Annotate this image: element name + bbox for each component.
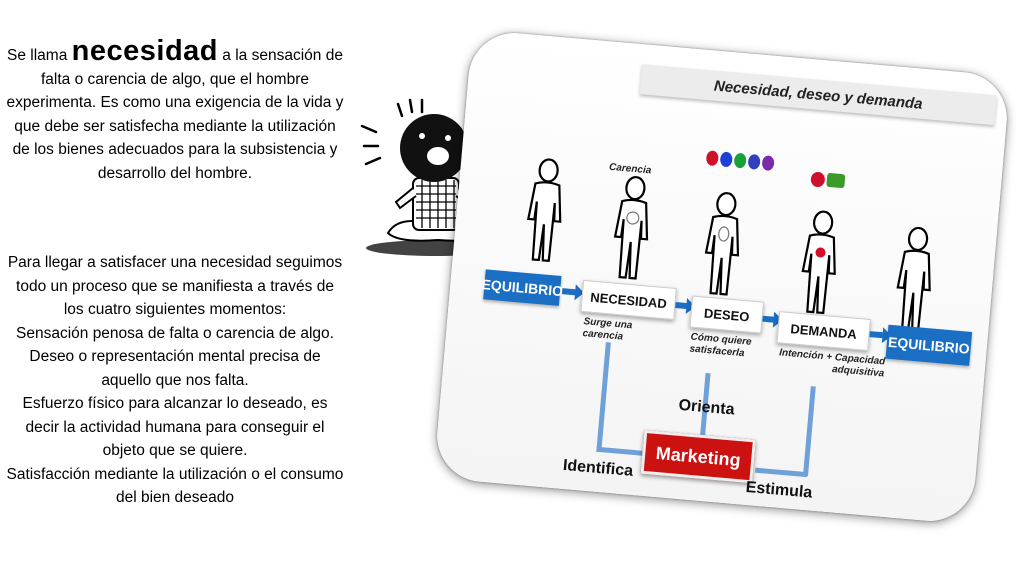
- desire-options-dots: [705, 150, 775, 172]
- moment-1: Sensación penosa de falta o carencia de …: [16, 324, 334, 342]
- connector-line: [802, 386, 816, 477]
- figure-deseo: [704, 192, 740, 296]
- figure-equilibrio-start: [527, 158, 562, 263]
- intro-paragraph: Se llama necesidad a la sensación de fal…: [6, 37, 344, 185]
- stage-necesidad: NECESIDAD: [580, 279, 677, 320]
- money-icon: [826, 172, 846, 189]
- caption-necesidad: Surge una carencia: [582, 316, 633, 343]
- label-orienta: Orienta: [677, 396, 736, 419]
- intro-prefix: Se llama: [7, 47, 72, 64]
- figure-demanda: [801, 210, 836, 315]
- demand-items: [810, 171, 846, 189]
- color-dot: [810, 171, 826, 188]
- diagram-title: Necesidad, deseo y demanda: [639, 64, 997, 126]
- arrow-right: [869, 331, 884, 339]
- color-dot: [705, 150, 719, 167]
- color-dot: [733, 152, 747, 169]
- crying-child-illustration: [360, 98, 506, 256]
- color-dot: [747, 153, 761, 170]
- stage-deseo: DESEO: [689, 295, 765, 334]
- figure-necesidad: [613, 176, 649, 280]
- process-lead: Para llegar a satisfacer una necesidad s…: [7, 254, 343, 318]
- caption-demanda: Intención + Capacidad adquisitiva: [778, 347, 886, 380]
- moment-4: Satisfacción mediante la utilización o e…: [6, 465, 344, 507]
- color-dot: [719, 151, 733, 168]
- stage-equilibrio-start: EQUILIBRIO: [481, 269, 564, 306]
- stage-equilibrio-end: EQUILIBRIO: [885, 324, 973, 366]
- stage-demanda: DEMANDA: [776, 311, 871, 352]
- label-estimula: Estimula: [745, 478, 813, 502]
- arrow-right: [675, 302, 688, 310]
- connector-line: [596, 342, 611, 453]
- moment-2: Deseo o representación mental precisa de…: [29, 348, 321, 389]
- arrow-right: [762, 315, 775, 323]
- arrow-right: [561, 288, 577, 296]
- label-identifica: Identifica: [562, 456, 634, 480]
- marketing-box: Marketing: [640, 429, 756, 484]
- diagram-card: Necesidad, deseo y demanda Carencia: [433, 29, 1011, 525]
- process-paragraph: Para llegar a satisfacer una necesidad s…: [6, 251, 344, 510]
- color-dot: [761, 155, 775, 172]
- caption-deseo: Cómo quiere satisfacerla: [689, 331, 753, 360]
- figure-equilibrio-end: [896, 226, 931, 331]
- intro-suffix: a la sensación de falta o carencia de al…: [6, 47, 344, 182]
- keyword-necesidad: necesidad: [71, 35, 218, 67]
- connector-line: [755, 467, 808, 478]
- moment-3: Esfuerzo físico para alcanzar lo deseado…: [22, 395, 328, 459]
